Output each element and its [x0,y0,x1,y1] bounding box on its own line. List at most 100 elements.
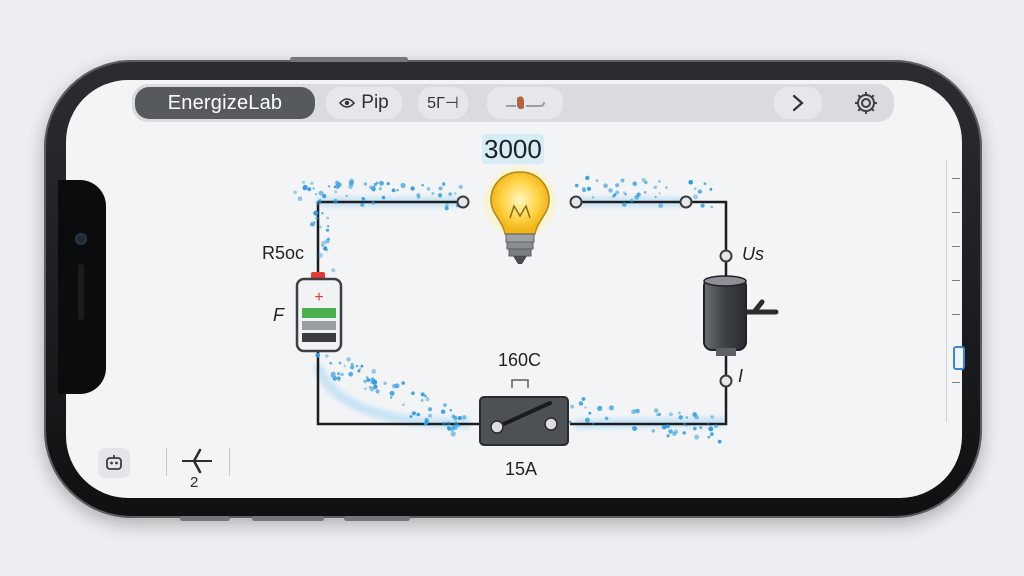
toolbar-button-2[interactable]: 5Γ⊣ [418,87,468,119]
component-tool-button[interactable] [98,448,130,478]
speaker-grille [78,264,84,320]
light-bulb[interactable] [484,166,556,264]
side-button [180,516,230,521]
electron-particle [329,361,333,365]
chevron-right-icon [792,94,804,112]
electron-particle [713,424,718,429]
electron-particle [632,181,637,186]
electron-particle [318,253,323,258]
electron-particle [438,193,443,198]
switch[interactable] [479,379,569,446]
electron-particle [319,225,322,229]
electron-particle [632,426,638,431]
electron-particle [584,406,587,409]
electron-particle [340,372,344,377]
electron-particle [654,195,657,198]
electron-particle [313,221,316,224]
electron-particle [360,364,364,368]
electron-particle [357,369,361,373]
electron-particle [314,193,318,196]
electron-particle [630,199,634,203]
ruler-tick [952,314,960,315]
electron-particle [325,228,330,232]
electron-particle [608,188,613,193]
ruler-tick [952,280,960,281]
electron-particle [623,191,626,195]
electron-particle [582,188,586,193]
electron-particle [302,180,305,184]
electron-particle [456,423,460,428]
electron-particle [620,178,625,183]
gear-icon [855,92,877,114]
electron-particle [635,408,640,414]
wire-tool-icon[interactable] [180,446,214,476]
electron-particle [458,184,463,189]
ruler-tick [952,178,960,179]
electron-particle [692,411,697,416]
electron-particle [363,182,368,186]
electron-particle [426,187,431,191]
electron-particle [666,434,670,438]
switch-label-top: 160C [498,350,542,370]
next-button[interactable] [774,87,822,119]
electron-particle [348,371,354,377]
electron-particle [641,178,646,182]
electron-particle [323,246,328,251]
electron-particle [591,422,595,425]
electron-particle [597,405,603,411]
electron-particle [350,365,355,370]
motor[interactable] [703,275,779,356]
electron-particle [371,201,375,205]
electron-particle [584,417,590,423]
camera-icon [75,233,87,245]
electron-particle [350,362,354,366]
electron-particle [373,182,377,187]
side-button [252,516,324,521]
electron-particle [332,376,338,381]
electron-particle [321,244,324,247]
electron-particle [685,416,688,419]
electron-particle [423,421,428,426]
electron-particle [337,372,340,376]
probe-icon [506,96,545,110]
electron-particle [420,399,424,402]
app-title[interactable]: EnergizeLab [135,87,315,119]
electron-particle [401,381,405,385]
connector-node [679,195,693,209]
electron-particle [361,197,366,202]
electron-particle [613,193,617,197]
electron-particle [636,192,641,197]
electron-particle [396,189,399,192]
electron-particle [325,354,329,358]
electron-particle [447,426,452,431]
electron-particle [624,193,627,196]
electron-particle [355,364,359,368]
electron-particle [574,183,579,188]
settings-button[interactable] [846,87,886,119]
ruler-tick [952,212,960,213]
electron-particle [697,189,703,194]
electron-particle [302,184,308,190]
electron-particle [327,237,330,241]
electron-particle [321,212,324,215]
electron-particle [391,383,397,389]
battery[interactable]: + [295,272,343,353]
electron-particle [608,405,615,411]
electron-particle [454,192,457,195]
pip-button[interactable]: Pip [326,87,402,119]
electron-particle [375,389,380,394]
electron-particle [318,190,324,196]
probe-tool-button[interactable] [487,87,563,119]
electron-particle [666,424,670,429]
electron-particle [568,420,572,424]
electron-particle [373,384,378,389]
electron-particle [381,195,386,200]
electron-particle [622,202,627,207]
electron-particle [442,183,445,186]
slider-handle[interactable] [953,346,965,370]
electron-particle [378,187,382,191]
electron-particle [581,186,586,191]
electron-particle [337,182,342,187]
motor-label-top: Us [742,244,764,264]
